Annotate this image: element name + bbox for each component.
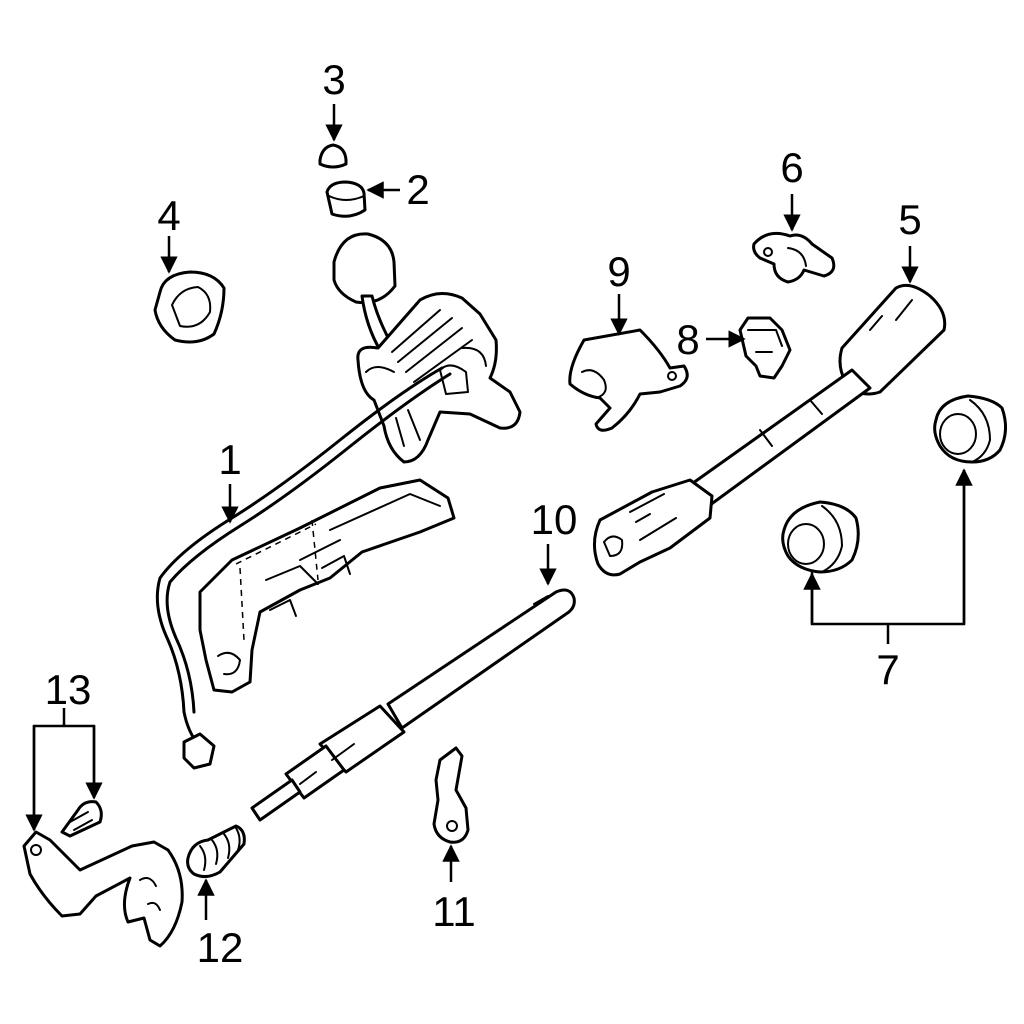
part-13-bracket-bolt bbox=[22, 800, 184, 948]
callout-1: 1 bbox=[218, 436, 241, 483]
part-5-column-jacket bbox=[593, 283, 947, 577]
part-6-clamp bbox=[752, 231, 836, 284]
callout-2: 2 bbox=[406, 166, 429, 213]
callout-4: 4 bbox=[157, 192, 180, 239]
callout-11: 11 bbox=[432, 888, 476, 935]
part-1-column-housing bbox=[155, 232, 522, 770]
callout-labels: 1 2 3 4 5 6 7 8 9 10 11 12 13 bbox=[45, 56, 922, 971]
part-12-spring bbox=[186, 824, 246, 879]
part-9-bracket bbox=[568, 328, 689, 432]
callout-9: 9 bbox=[607, 248, 630, 295]
part-10-shaft bbox=[250, 588, 576, 822]
part-2-knob bbox=[325, 180, 367, 218]
leader-lines bbox=[25, 104, 973, 920]
callout-8: 8 bbox=[676, 316, 699, 363]
part-7-bushings bbox=[781, 394, 1007, 574]
callout-13: 13 bbox=[45, 666, 92, 713]
part-8-switch bbox=[738, 316, 792, 380]
callout-12: 12 bbox=[197, 924, 244, 971]
part-4-trim-cover bbox=[153, 270, 226, 344]
callout-5: 5 bbox=[898, 196, 921, 243]
part-3-cap bbox=[318, 143, 348, 169]
callout-3: 3 bbox=[322, 56, 345, 103]
callout-6: 6 bbox=[780, 144, 803, 191]
callout-10: 10 bbox=[531, 496, 578, 543]
part-11-lever bbox=[432, 746, 470, 844]
callout-7: 7 bbox=[876, 646, 899, 693]
